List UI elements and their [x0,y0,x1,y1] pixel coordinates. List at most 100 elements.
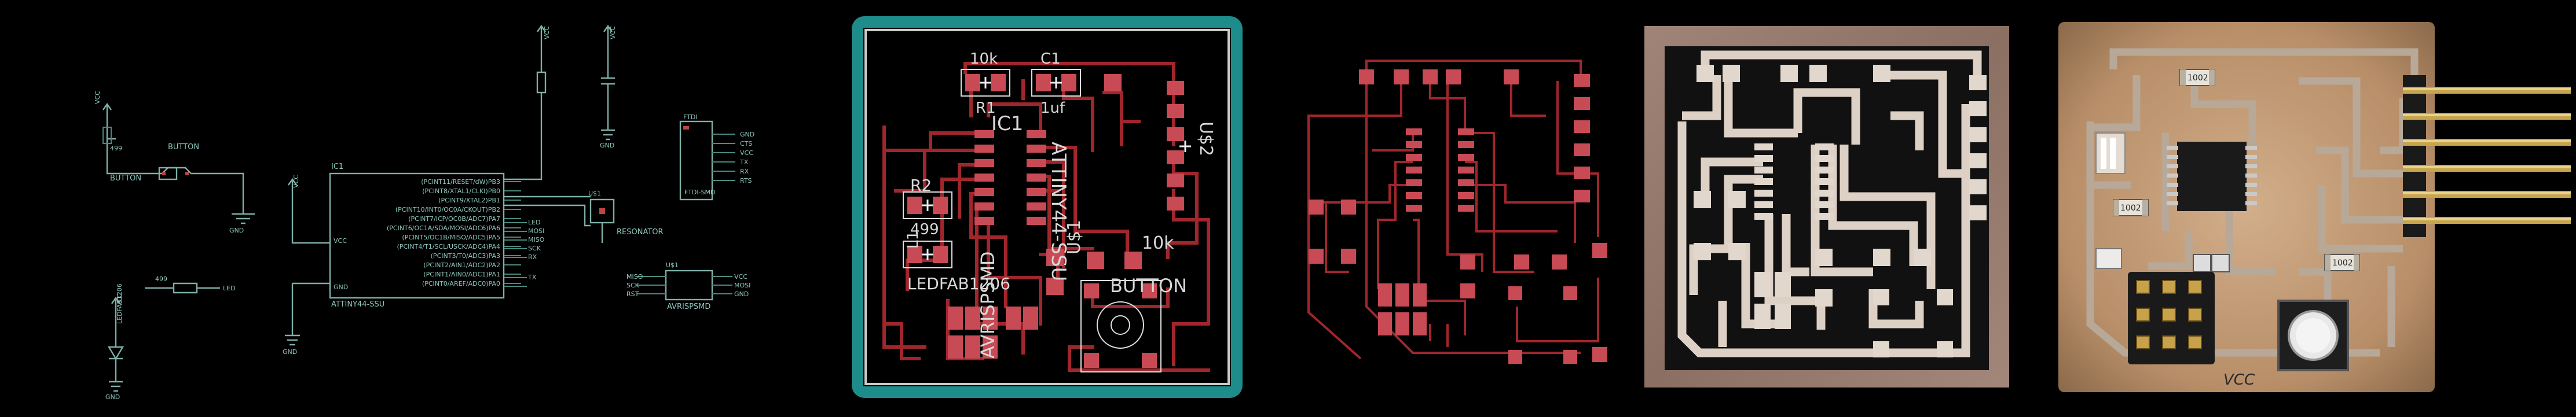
svg-text:GND: GND [734,290,749,298]
chip-leg [2245,183,2257,187]
traces-panel [1274,0,1621,417]
ic-pad [974,145,994,153]
ic-pad [1406,167,1422,174]
ic1-pin-label: (PCINT6/OC1A/SDA/MOSI/ADC6)PA6 [387,224,500,232]
led-part [2095,248,2122,269]
resonator: U$1 RESONATOR [504,190,664,243]
svg-text:LED: LED [528,219,541,226]
ic-pad [1027,188,1046,196]
svg-text:MOSI: MOSI [734,282,750,289]
traces-drawing [1307,60,1607,364]
svg-text:RTS: RTS [740,177,752,184]
ic-pad [1815,213,1834,220]
svg-text:U$1: U$1 [588,190,601,197]
ic1-pin-label: (PCINT10/INT0/OC0A/CKOUT)PB2 [395,206,500,213]
ic-pad [1458,167,1474,174]
button-label: BUTTON [168,143,199,152]
button-label-2: BUTTON [110,174,141,183]
ic-pad [974,130,994,138]
gnd-label-3: GND [283,348,297,356]
r2-ref: R2 [910,176,932,195]
components: 1002 1002 1002 [2095,69,2571,389]
svg-text:MOSI: MOSI [528,227,544,235]
isp-pin [2136,308,2150,322]
svg-text:1002: 1002 [2187,73,2208,83]
svg-text:GND: GND [334,283,348,291]
ic-pad [1027,145,1046,153]
ic-pad [1406,179,1422,186]
svg-text:CTS: CTS [740,140,752,147]
isp-pin [2162,335,2176,349]
avrisp-connector: U$1 MISO SCK RST VCC MOSI GND AVRISPSMD [626,261,750,311]
schematic-panel: VCC 499 BUTTON BUTTON GND VCC LEDFAB1206… [0,0,822,417]
svg-text:U$1: U$1 [666,261,679,269]
svg-text:VCC: VCC [334,237,347,245]
ic1-pin-label: (PCINT1/AIN0/ADC1)PA1 [423,271,500,278]
c1-ref: C1 [1040,50,1061,68]
ic1-symbol: VCC GND IC1 ATTINY44-SSU VCC GND (PCINT1… [283,163,521,356]
ic1-pin-label: (PCINT2/AIN1/ADC2)PA2 [423,261,500,269]
u1-label: U$1 [1064,220,1084,254]
chip-leg [2245,192,2257,196]
red-traces [1307,60,1599,360]
ic-pad [1406,205,1422,212]
ic-pad [1027,159,1046,167]
chip-leg [2167,146,2178,150]
svg-text:MISO: MISO [626,273,643,281]
layout-pads [907,74,1184,368]
ic-pad [1458,192,1474,199]
resonator-label: RESONATOR [617,228,664,237]
ic-pad [1458,179,1474,186]
chip-leg [2167,192,2178,196]
chip-leg [2245,174,2257,178]
svg-text:SCK: SCK [528,245,541,252]
layout-drawing: 10k C1 R1 1uf IC1 ATTINY44-SSU U$2 R2 49… [852,16,1243,398]
ic-pad [974,159,994,167]
chip-leg [2167,174,2178,178]
ic-pad [1815,155,1834,162]
isp-pin [2188,280,2202,294]
vcc-label-1: VCC [94,91,101,104]
isp-pin [2188,335,2202,349]
ic-pad [974,217,994,225]
r-label: 499 [110,145,122,152]
ic-pad [1754,155,1773,162]
milled-preview-panel [1641,0,2012,417]
ic-pad [1027,174,1046,182]
ic-pad [1754,213,1773,220]
ic1-pin-label: (PCINT0/AREF/ADC0)PA0 [422,280,500,287]
vcc-label-5: VCC [609,26,617,39]
svg-text:TX: TX [527,274,537,281]
ic-pad [1458,141,1474,148]
ic-pad [974,202,994,211]
svg-text:TX: TX [739,158,749,166]
svg-text:1002: 1002 [2332,259,2353,268]
r1-value: 10k [970,50,998,68]
r2-value: 499 [910,221,939,238]
svg-text:GND: GND [740,131,754,138]
ic1-pin-label: (PCINT5/OC1B/MISO/ADC5)PA5 [402,234,500,241]
ic1-pin-label: (PCINT8/XTAL1/CLKI)PB0 [422,187,500,195]
isp-header [2128,272,2215,364]
red-pads [1309,69,1607,364]
svg-text:RX: RX [528,253,537,261]
ic-pad [1027,130,1046,138]
ic1-part-label: ATTINY44-SSU [1047,142,1070,281]
led-net-label: LED [223,285,236,292]
svg-text:VCC: VCC [734,273,747,281]
button-label: BUTTON [1110,275,1187,297]
finished-board-panel: 1002 1002 1002 [2055,0,2576,417]
ic-pad [1027,202,1046,211]
ic-pad [1815,201,1834,208]
button-subcircuit: VCC 499 BUTTON BUTTON GND [94,91,255,234]
ic1-ref: IC1 [331,163,343,171]
vcc-marking: VCC [2223,371,2255,389]
ic-pad [1815,190,1834,197]
ic-pad [974,174,994,182]
ic-pad [1754,190,1773,197]
isolated-traces [1677,50,1982,357]
vcc-label-4: VCC [543,26,551,39]
ic1-ref: IC1 [991,112,1023,135]
svg-text:SCK: SCK [626,282,640,289]
ic1-pin-label: (PCINT4/T1/SCL/USCK/ADC4)PA4 [397,243,500,250]
